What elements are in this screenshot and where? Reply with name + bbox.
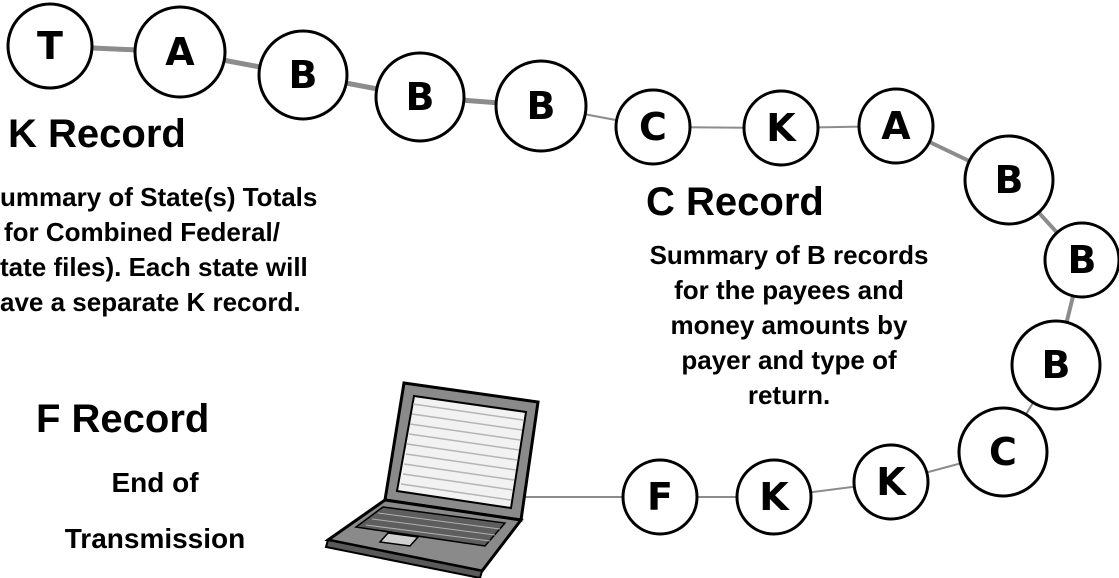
node-circle (852, 443, 930, 521)
node-letter: T (37, 24, 63, 68)
c-record-description: Summary of B records for the payees and … (572, 238, 1006, 413)
chain-node-k: K (852, 443, 930, 521)
f-record-line: End of (111, 467, 199, 498)
node-circle (621, 458, 699, 536)
node-circle (6, 2, 94, 90)
node-circle (494, 59, 588, 153)
f-record-line: Transmission (64, 523, 246, 554)
node-letter: K (766, 106, 797, 150)
chain-node-a: A (857, 87, 935, 165)
chain-node-k: K (735, 458, 813, 536)
node-circle (374, 51, 466, 143)
c-record-line: payer and type of (681, 345, 897, 375)
node-letter: C (639, 105, 667, 149)
node-letter: B (995, 158, 1024, 202)
k-record-line: ave a separate K record. (0, 287, 301, 317)
f-record-title: F Record (36, 397, 210, 441)
chain-node-a: A (133, 5, 227, 99)
k-record-title: K Record (8, 112, 186, 156)
node-circle (857, 87, 935, 165)
chain-node-k: K (742, 89, 820, 167)
node-circle (1010, 319, 1102, 411)
node-letter: B (289, 53, 318, 97)
chain-node-b: B (257, 29, 349, 121)
node-circle (133, 5, 227, 99)
chain-node-b: B (1010, 319, 1102, 411)
node-circle (614, 88, 692, 166)
node-circle (257, 29, 349, 121)
k-record-line: for Combined Federal/ (4, 217, 280, 247)
c-record-line: money amounts by (670, 310, 908, 340)
node-letter: F (647, 475, 673, 519)
node-circle (742, 89, 820, 167)
node-letter: A (165, 30, 195, 74)
chain-node-c: C (614, 88, 692, 166)
k-record-line: ummary of State(s) Totals (0, 182, 318, 212)
node-letter: C (989, 430, 1017, 474)
c-record-line: Summary of B records (649, 240, 929, 270)
f-record-description: End of Transmission (0, 455, 310, 567)
node-circle (963, 134, 1055, 226)
node-letter: B (406, 75, 435, 119)
node-letter: B (1068, 238, 1097, 282)
c-record-line: for the payees and (674, 275, 904, 305)
node-letter: A (881, 104, 911, 148)
node-letter: K (759, 475, 790, 519)
chain-node-t: T (6, 2, 94, 90)
chain-node-b: B (374, 51, 466, 143)
chain-node-f: F (621, 458, 699, 536)
node-circle (735, 458, 813, 536)
chain-node-b: B (1043, 221, 1119, 299)
node-letter: K (876, 460, 907, 504)
k-record-description: ummary of State(s) Totals for Combined F… (0, 180, 317, 320)
node-circle (1043, 221, 1119, 299)
chain-node-b: B (963, 134, 1055, 226)
chain-node-c: C (957, 406, 1049, 498)
k-record-line: tate files). Each state will (0, 252, 308, 282)
chain-node-b: B (494, 59, 588, 153)
laptop-icon (324, 381, 540, 578)
c-record-line: return. (747, 380, 831, 410)
node-circle (957, 406, 1049, 498)
node-letter: B (527, 84, 556, 128)
node-letter: B (1042, 343, 1071, 387)
c-record-title: C Record (646, 180, 824, 224)
